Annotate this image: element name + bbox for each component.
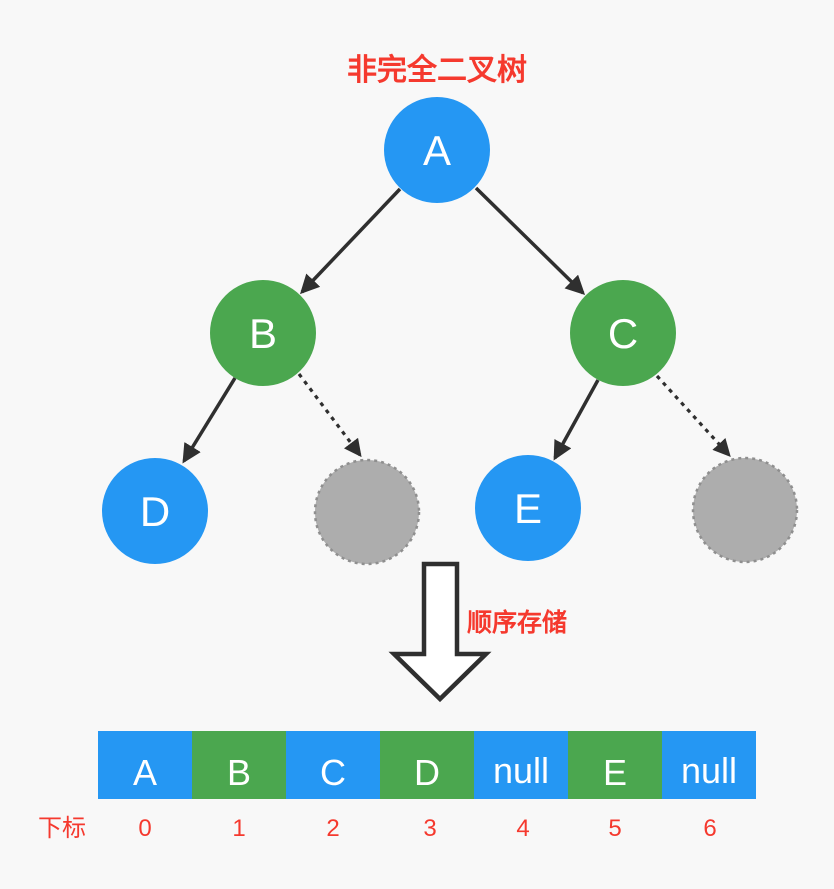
tree-node-a-label: A — [423, 127, 451, 174]
array-cell-6: null — [662, 731, 756, 799]
array-row: A B C D null E — [98, 731, 756, 799]
tree-node-b-circle — [210, 280, 316, 386]
tree-node-d: D — [102, 458, 208, 564]
array-cell-5-value: E — [603, 752, 627, 793]
array-cell-3-value: D — [414, 752, 440, 793]
tree-node-a: A — [384, 97, 490, 203]
edge-b-empty-left — [297, 373, 362, 458]
array-cell-4-rect — [474, 731, 568, 799]
array-cell-6-value: null — [681, 750, 737, 791]
array-cell-6-rect — [662, 731, 756, 799]
tree-node-c: C — [570, 280, 676, 386]
tree-node-empty-right — [691, 456, 799, 564]
array-cell-5-rect — [568, 731, 662, 799]
array-cell-3: D — [380, 731, 474, 799]
tree-node-d-circle — [102, 458, 208, 564]
array-index-5: 5 — [608, 815, 621, 842]
tree-node-e-label: E — [514, 485, 542, 532]
array-cell-3-rect — [380, 731, 474, 799]
tree-node-e: E — [475, 455, 581, 561]
index-row-label: 下标 — [38, 815, 86, 842]
edge-b-d — [182, 377, 237, 464]
array-cell-2-value: C — [320, 752, 346, 793]
edge-c-empty-right — [655, 374, 731, 457]
transform-arrow-label: 顺序存储 — [467, 608, 567, 637]
tree-node-e-circle — [475, 455, 581, 561]
array-index-3: 3 — [423, 815, 436, 842]
tree-node-b: B — [210, 280, 316, 386]
array-cell-1-value: B — [227, 752, 251, 793]
array-cell-0-rect — [98, 731, 192, 799]
tree-node-a-circle — [384, 97, 490, 203]
tree-node-d-label: D — [140, 488, 170, 535]
array-cell-5: E — [568, 731, 662, 799]
tree-node-c-circle — [570, 280, 676, 386]
array-index-0: 0 — [138, 815, 151, 842]
array-cell-2-rect — [286, 731, 380, 799]
tree-node-empty-left — [313, 458, 421, 566]
down-arrow-icon — [388, 561, 492, 703]
array-cell-1-rect — [192, 731, 286, 799]
array-cell-4: null — [474, 731, 568, 799]
array-index-6: 6 — [703, 815, 716, 842]
edge-c-e — [553, 379, 600, 461]
array-index-1: 1 — [232, 815, 245, 842]
array-index-2: 2 — [326, 815, 339, 842]
index-row: 下标 0 1 2 3 4 5 6 — [38, 815, 717, 842]
array-cell-0: A — [98, 731, 192, 799]
array-cell-0-value: A — [133, 752, 157, 793]
array-cell-4-value: null — [493, 750, 549, 791]
diagram-title: 非完全二叉树 — [347, 53, 527, 87]
edge-a-c — [474, 186, 586, 296]
tree-node-b-label: B — [249, 310, 277, 357]
edge-a-b — [300, 187, 402, 295]
array-index-4: 4 — [516, 815, 529, 842]
tree-node-c-label: C — [608, 310, 638, 357]
array-cell-1: B — [192, 731, 286, 799]
array-cell-2: C — [286, 731, 380, 799]
